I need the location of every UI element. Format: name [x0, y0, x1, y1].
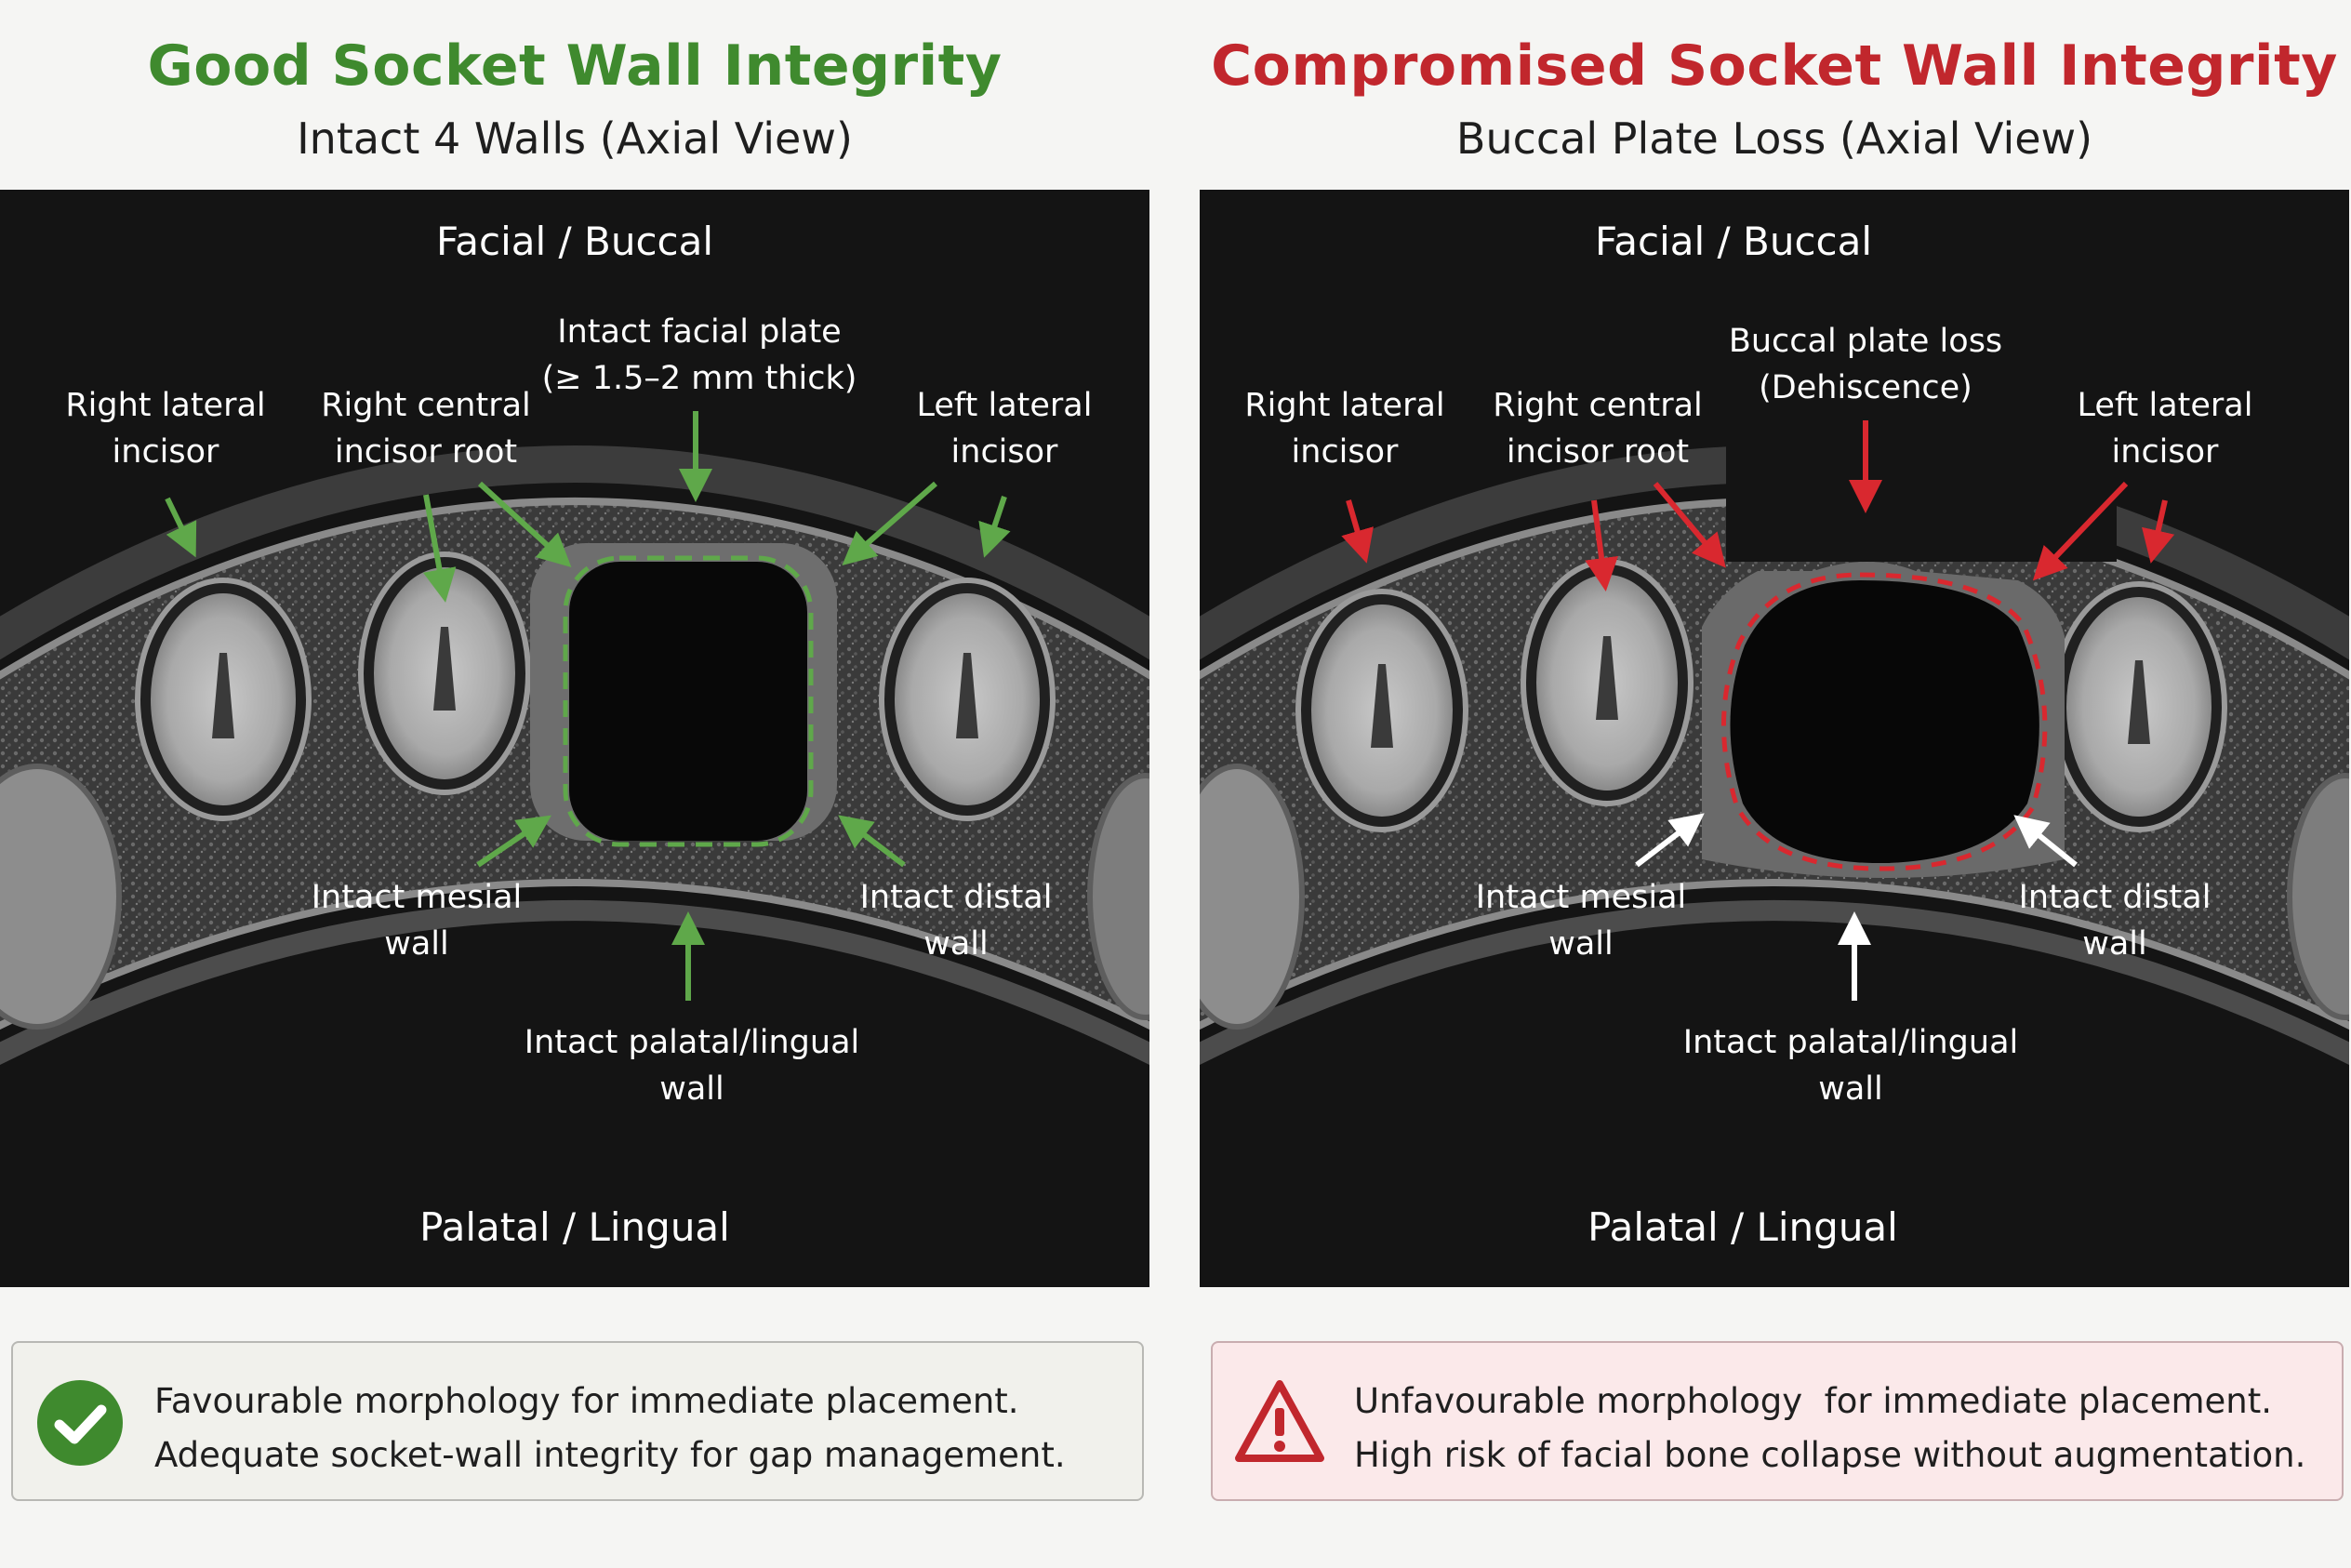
arrow-right-central: [1585, 499, 1618, 591]
right-lateral-incisor: [135, 578, 312, 821]
label-plate-loss-line2: (Dehiscence): [1759, 369, 1972, 406]
panel-title: Compromised Socket Wall Integrity: [1211, 33, 2338, 99]
label-right-central-line2: incisor root: [1507, 433, 1689, 471]
label-right-central-line2: incisor root: [335, 433, 517, 471]
panel-compromised: Compromised Socket Wall Integrity Buccal…: [1200, 0, 2349, 1568]
label-palatal-wall-line2: wall: [659, 1070, 724, 1108]
arrow-mesial-wall: [1635, 813, 1705, 868]
canine-left-edge: [1200, 764, 1305, 1030]
arrow-mesial-wall: [476, 815, 551, 868]
socket-outline-compromised: [1721, 572, 2048, 871]
label-distal-line1: Intact distal: [860, 879, 1053, 916]
arrow-distal-facial-corner: [2032, 481, 2129, 581]
arrow-left-lateral: [2142, 499, 2175, 564]
label-palatal-lingual: Palatal / Lingual: [1587, 1204, 1898, 1250]
arrow-right-central: [422, 494, 457, 603]
callout-line1: Favourable morphology for immediate plac…: [154, 1381, 1019, 1421]
label-left-lateral-line2: incisor: [951, 433, 1059, 471]
label-mesial-line2: wall: [384, 925, 449, 963]
socket-outline-intact: [563, 555, 814, 847]
label-palatal-wall-line2: wall: [1818, 1070, 1883, 1108]
canine-right-edge: [2287, 773, 2349, 1020]
right-central-incisor-root: [1521, 559, 1694, 806]
label-distal-line1: Intact distal: [2019, 879, 2212, 916]
extraction-socket: [1730, 580, 2039, 864]
label-right-lateral-line2: incisor: [113, 433, 220, 471]
arrow-distal-facial-corner: [842, 481, 937, 565]
label-left-lateral-line2: incisor: [2112, 433, 2220, 471]
panel-good: Good Socket Wall Integrity Intact 4 Wall…: [0, 0, 1149, 1568]
arrow-mesial-facial-corner: [477, 481, 572, 568]
arrow-right-lateral: [1341, 499, 1374, 564]
arrow-mesial-facial-corner: [1653, 482, 1726, 568]
label-distal-line2: wall: [923, 925, 989, 963]
callout-line2: High risk of facial bone collapse withou…: [1354, 1435, 2306, 1475]
right-lateral-incisor: [1295, 589, 1468, 832]
left-lateral-incisor: [2051, 581, 2227, 832]
label-right-lateral-line1: Right lateral: [1244, 387, 1444, 424]
canine-right-edge: [1087, 773, 1149, 1020]
label-left-lateral-line1: Left lateral: [2078, 387, 2253, 424]
label-right-lateral-line2: incisor: [1292, 433, 1400, 471]
left-lateral-incisor: [879, 578, 1056, 821]
extraction-socket: [569, 562, 807, 841]
label-palatal-wall-line1: Intact palatal/lingual: [1683, 1024, 2019, 1061]
check-circle-icon: [37, 1380, 123, 1466]
axial-scan-good: Facial / Buccal Palatal / Lingual Right …: [0, 190, 1149, 1287]
callout-line2: Adequate socket-wall integrity for gap m…: [154, 1435, 1066, 1475]
arrow-left-lateral: [978, 496, 1011, 558]
label-right-central-line1: Right central: [321, 387, 531, 424]
label-right-lateral-line1: Right lateral: [65, 387, 265, 424]
label-mesial-line1: Intact mesial: [312, 879, 523, 916]
callout-favourable: Favourable morphology for immediate plac…: [11, 1341, 1144, 1501]
axial-scan-compromised: Facial / Buccal Palatal / Lingual Right …: [1200, 190, 2349, 1287]
label-right-central-line1: Right central: [1493, 387, 1703, 424]
panel-title: Good Socket Wall Integrity: [147, 33, 1003, 99]
label-plate-loss-line1: Buccal plate loss: [1729, 323, 2002, 360]
panel-subtitle: Buccal Plate Loss (Axial View): [1455, 113, 2093, 164]
label-distal-line2: wall: [2082, 925, 2147, 963]
label-facial-plate-line1: Intact facial plate: [557, 313, 841, 351]
warning-triangle-icon: [1235, 1380, 1324, 1462]
arrow-distal-wall: [838, 815, 906, 868]
panel-subtitle: Intact 4 Walls (Axial View): [297, 113, 853, 164]
arrow-distal-wall: [2013, 815, 2078, 868]
label-facial-buccal: Facial / Buccal: [1595, 219, 1872, 264]
callout-line1: Unfavourable morphology for immediate pl…: [1354, 1381, 2272, 1421]
canine-left-edge: [0, 764, 122, 1030]
arrow-right-lateral: [165, 497, 197, 558]
label-mesial-line2: wall: [1548, 925, 1614, 963]
callout-unfavourable: Unfavourable morphology for immediate pl…: [1211, 1341, 2344, 1501]
buccal-dehiscence-gap: [1726, 283, 2117, 562]
label-palatal-wall-line1: Intact palatal/lingual: [525, 1024, 860, 1061]
label-palatal-lingual: Palatal / Lingual: [419, 1204, 730, 1250]
label-mesial-line1: Intact mesial: [1476, 879, 1687, 916]
label-facial-plate-line2: (≥ 1.5–2 mm thick): [542, 360, 857, 397]
right-central-incisor-root: [358, 551, 531, 795]
label-facial-buccal: Facial / Buccal: [436, 219, 713, 264]
label-left-lateral-line1: Left lateral: [917, 387, 1093, 424]
